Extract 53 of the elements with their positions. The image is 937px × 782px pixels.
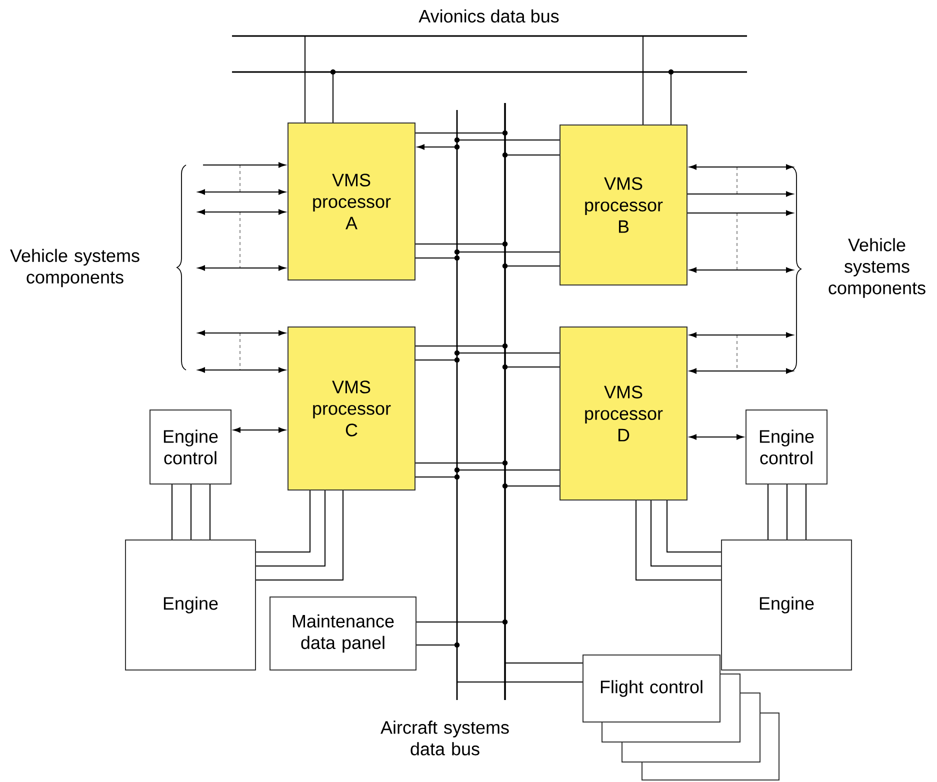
unit-box: Engine — [125, 540, 256, 670]
label-text: Vehicle systems components — [828, 238, 926, 298]
connector — [233, 427, 286, 433]
connector — [689, 164, 794, 170]
connector — [456, 352, 560, 354]
connector — [198, 265, 286, 271]
connector — [332, 72, 334, 123]
processor-box: VMS processor B — [560, 124, 688, 286]
unit-box: Engine — [721, 540, 852, 670]
connector — [198, 367, 286, 373]
connector — [687, 210, 794, 216]
connector — [256, 490, 310, 552]
connector — [198, 209, 286, 215]
connector — [415, 132, 506, 134]
connector — [198, 189, 286, 195]
connector — [689, 332, 794, 338]
connector — [650, 500, 722, 566]
processor-box: VMS processor C — [288, 326, 416, 490]
unit-box: Maintenance data panel — [270, 596, 416, 670]
connector — [689, 368, 794, 374]
bus-line — [232, 69, 747, 75]
connector — [689, 267, 794, 273]
connector — [687, 191, 794, 197]
connector — [198, 330, 286, 336]
bus-line — [232, 35, 747, 37]
unit-box: Engine control — [746, 410, 828, 484]
label-text: Vehicle systems components — [10, 248, 140, 288]
connector — [504, 154, 560, 156]
label-text: Aircraft systems data bus — [380, 720, 509, 756]
connector — [636, 500, 722, 580]
connector — [417, 144, 458, 150]
processor-box: VMS processor A — [288, 122, 416, 280]
connector — [256, 490, 326, 566]
connector — [504, 662, 583, 664]
processor-box: VMS processor D — [560, 326, 688, 500]
unit-box: Engine control — [150, 410, 232, 484]
connector — [256, 490, 344, 580]
bus-line — [454, 110, 460, 700]
connector — [642, 36, 644, 125]
connector — [304, 36, 306, 123]
bus-line — [502, 103, 508, 700]
connector — [504, 366, 560, 368]
connector — [670, 72, 672, 125]
connector — [415, 476, 458, 478]
connector — [689, 434, 744, 440]
connector — [416, 644, 458, 646]
connector — [786, 484, 788, 540]
connector — [415, 462, 506, 464]
unit-box: Flight control — [582, 654, 720, 722]
connector — [190, 484, 192, 540]
label-text: Avionics data bus — [418, 9, 559, 23]
connector — [202, 162, 286, 168]
connector — [666, 500, 722, 552]
